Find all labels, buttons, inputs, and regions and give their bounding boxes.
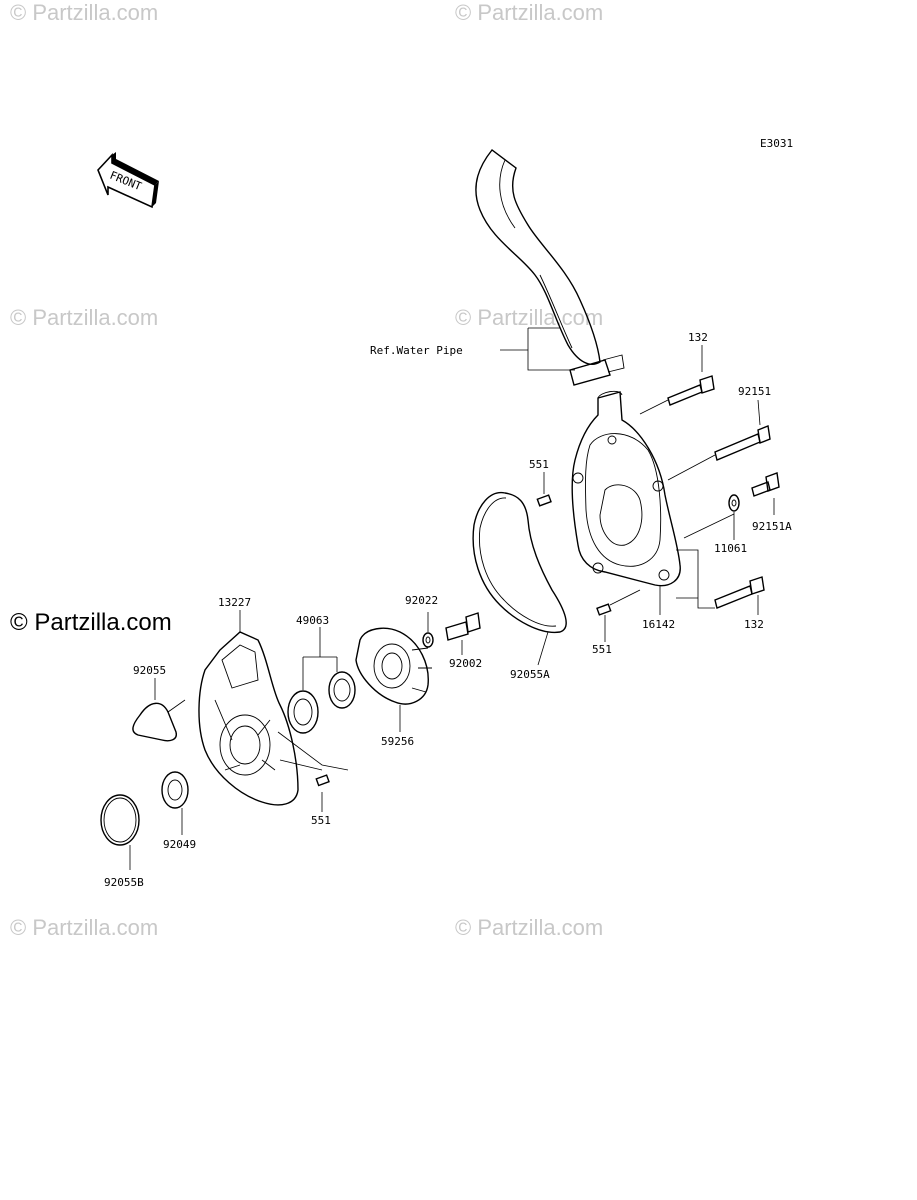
part-label: 92022 xyxy=(405,594,438,607)
part-label: 59256 xyxy=(381,735,414,748)
diagram-code: E3031 xyxy=(760,137,793,150)
part-labels: 132 92151 551 92151A 11061 16142 132 551… xyxy=(104,331,792,889)
part-label: 132 xyxy=(688,331,708,344)
dowel-551-mid xyxy=(596,603,612,616)
part-label: 551 xyxy=(592,643,612,656)
pump-cover xyxy=(571,390,681,587)
water-pipe-hose xyxy=(475,149,625,386)
watermark: © Partzilla.com xyxy=(455,0,603,25)
impeller-59256 xyxy=(355,627,432,705)
part-label: 92151A xyxy=(752,520,792,533)
bolt-92002 xyxy=(445,612,481,641)
watermark: © Partzilla.com xyxy=(455,305,603,330)
washer-11061 xyxy=(728,494,740,512)
washer-92022 xyxy=(422,632,434,648)
oring-92055b xyxy=(100,794,140,846)
part-label: 132 xyxy=(744,618,764,631)
part-label: 49063 xyxy=(296,614,329,627)
housing-13227 xyxy=(198,631,299,806)
leader-lines xyxy=(129,345,775,870)
bolt-92151a xyxy=(751,472,780,497)
watermark: © Partzilla.com xyxy=(10,305,158,330)
part-label: 92055B xyxy=(104,876,144,889)
part-label: 92055A xyxy=(510,668,550,681)
seal-49063-a xyxy=(287,690,319,734)
watermark-prominent: © Partzilla.com xyxy=(10,609,172,636)
watermark: © Partzilla.com xyxy=(455,915,603,940)
bolt-132-bottom xyxy=(714,576,765,609)
watermark: © Partzilla.com xyxy=(10,915,158,940)
watermarks: © Partzilla.com © Partzilla.com © Partzi… xyxy=(10,0,603,940)
gasket-92055 xyxy=(132,702,177,742)
bolt-132-top xyxy=(667,375,715,406)
dowel-551-bottom xyxy=(315,774,330,787)
part-label: 13227 xyxy=(218,596,251,609)
part-label: 11061 xyxy=(714,542,747,555)
part-label: 92002 xyxy=(449,657,482,670)
seal-49063-b xyxy=(328,671,356,709)
watermark: © Partzilla.com xyxy=(10,0,158,25)
part-label: 551 xyxy=(311,814,331,827)
part-label: 551 xyxy=(529,458,549,471)
reference-label: Ref.Water Pipe xyxy=(370,344,463,357)
dowel-551-top xyxy=(536,494,552,507)
part-label: 92055 xyxy=(133,664,166,677)
bolt-92151 xyxy=(714,425,771,461)
seal-92049 xyxy=(161,771,189,809)
part-label: 92151 xyxy=(738,385,771,398)
gasket-92055a xyxy=(472,491,567,634)
part-label: 16142 xyxy=(642,618,675,631)
front-arrow-icon: FRONT xyxy=(97,152,159,209)
part-label: 92049 xyxy=(163,838,196,851)
